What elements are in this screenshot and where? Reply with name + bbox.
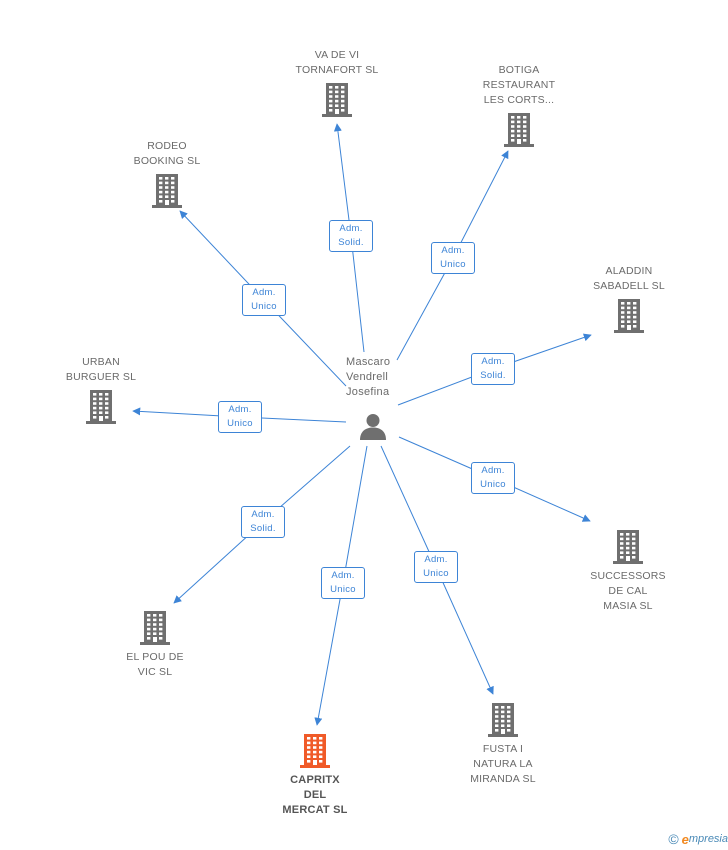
- brand-logo-letter: e: [681, 831, 689, 847]
- company-label-line: DE CAL: [608, 585, 648, 597]
- company-label-line: ALADDIN: [605, 265, 653, 277]
- role-line: Unico: [330, 584, 356, 595]
- company-node-rodeo[interactable]: RODEO BOOKING SL: [112, 139, 222, 209]
- role-line: Unico: [251, 301, 277, 312]
- role-line: Unico: [227, 418, 253, 429]
- company-label-line: URBAN: [82, 356, 120, 368]
- role-badge-botiga[interactable]: Adm. Unico: [431, 242, 475, 274]
- footer-brand[interactable]: © e mpresia: [668, 830, 728, 848]
- company-label: VA DE VI TORNAFORT SL: [296, 48, 379, 78]
- building-icon[interactable]: [139, 610, 171, 646]
- company-node-aladdin[interactable]: ALADDIN SABADELL SL: [574, 264, 684, 334]
- role-line: Adm.: [339, 223, 363, 234]
- building-icon-highlighted[interactable]: [299, 733, 331, 769]
- building-icon[interactable]: [85, 389, 117, 425]
- company-label-line: LES CORTS...: [483, 94, 555, 106]
- company-label-line: MASIA SL: [603, 600, 653, 612]
- building-icon[interactable]: [321, 82, 353, 118]
- building-icon[interactable]: [503, 112, 535, 148]
- building-icon[interactable]: [487, 702, 519, 738]
- company-label: EL POU DE VIC SL: [126, 650, 183, 680]
- role-line: Unico: [440, 259, 466, 270]
- role-badge-urban[interactable]: Adm. Unico: [218, 401, 262, 433]
- company-label-line: TORNAFORT SL: [295, 64, 379, 76]
- role-line: Adm.: [228, 404, 252, 415]
- role-line: Solid.: [480, 370, 506, 381]
- company-node-botiga[interactable]: BOTIGA RESTAURANT LES CORTS...: [464, 63, 574, 148]
- company-node-capritx[interactable]: CAPRITX DEL MERCAT SL: [260, 733, 370, 818]
- role-badge-fusta[interactable]: Adm. Unico: [414, 551, 458, 583]
- company-label: SUCCESSORS DE CAL MASIA SL: [590, 569, 666, 614]
- role-line: Unico: [423, 568, 449, 579]
- brand-name: mpresia: [688, 833, 728, 845]
- building-icon[interactable]: [151, 173, 183, 209]
- role-line: Adm.: [481, 465, 505, 476]
- person-name-line: Josefina: [346, 386, 390, 398]
- company-label: CAPRITX DEL MERCAT SL: [282, 773, 347, 818]
- company-node-urban[interactable]: URBAN BURGUER SL: [46, 355, 156, 425]
- company-label-line: BOTIGA: [498, 64, 540, 76]
- person-icon[interactable]: [358, 411, 388, 441]
- company-label: FUSTA I NATURA LA MIRANDA SL: [470, 742, 536, 787]
- role-badge-rodeo[interactable]: Adm. Unico: [242, 284, 286, 316]
- company-label-line: RESTAURANT: [482, 79, 556, 91]
- company-node-va-de-vi[interactable]: VA DE VI TORNAFORT SL: [282, 48, 392, 118]
- company-node-el-pou[interactable]: EL POU DE VIC SL: [100, 610, 210, 680]
- company-label-line: VIC SL: [137, 666, 173, 678]
- company-label-line: SABADELL SL: [593, 280, 665, 292]
- company-label-line: RODEO: [147, 140, 187, 152]
- role-badge-successors[interactable]: Adm. Unico: [471, 462, 515, 494]
- company-label-line: FUSTA I: [482, 743, 524, 755]
- company-label-line: EL POU DE: [126, 651, 184, 663]
- role-line: Solid.: [250, 523, 276, 534]
- role-badge-capritx[interactable]: Adm. Unico: [321, 567, 365, 599]
- building-icon[interactable]: [612, 529, 644, 565]
- role-badge-va-de-vi[interactable]: Adm. Solid.: [329, 220, 373, 252]
- company-label: URBAN BURGUER SL: [66, 355, 136, 385]
- role-line: Adm.: [481, 356, 505, 367]
- copyright-icon: ©: [668, 831, 679, 847]
- company-label: BOTIGA RESTAURANT LES CORTS...: [483, 63, 555, 108]
- person-name-line: Mascaro: [346, 356, 391, 368]
- company-label-line: BOOKING SL: [133, 155, 201, 167]
- company-label-line: SUCCESSORS: [590, 570, 666, 582]
- role-line: Adm.: [424, 554, 448, 565]
- role-badge-aladdin[interactable]: Adm. Solid.: [471, 353, 515, 385]
- person-name[interactable]: Mascaro Vendrell Josefina: [346, 355, 390, 400]
- company-label: RODEO BOOKING SL: [134, 139, 201, 169]
- company-label-line: DEL: [303, 789, 327, 801]
- company-label-line: NATURA LA: [473, 758, 533, 770]
- company-node-fusta[interactable]: FUSTA I NATURA LA MIRANDA SL: [448, 702, 558, 787]
- role-line: Unico: [480, 479, 506, 490]
- role-line: Adm.: [441, 245, 465, 256]
- role-line: Adm.: [251, 509, 275, 520]
- company-label: ALADDIN SABADELL SL: [593, 264, 665, 294]
- person-name-line: Vendrell: [346, 371, 389, 383]
- company-label-line: VA DE VI: [314, 49, 360, 61]
- company-label-line: MIRANDA SL: [470, 773, 536, 785]
- role-line: Adm.: [331, 570, 355, 581]
- company-label-line: CAPRITX: [290, 774, 340, 786]
- company-label-line: MERCAT SL: [282, 804, 348, 816]
- building-icon[interactable]: [613, 298, 645, 334]
- role-badge-el-pou[interactable]: Adm. Solid.: [241, 506, 285, 538]
- company-node-successors[interactable]: SUCCESSORS DE CAL MASIA SL: [573, 529, 683, 614]
- role-line: Adm.: [252, 287, 276, 298]
- role-line: Solid.: [338, 237, 364, 248]
- company-label-line: BURGUER SL: [65, 371, 137, 383]
